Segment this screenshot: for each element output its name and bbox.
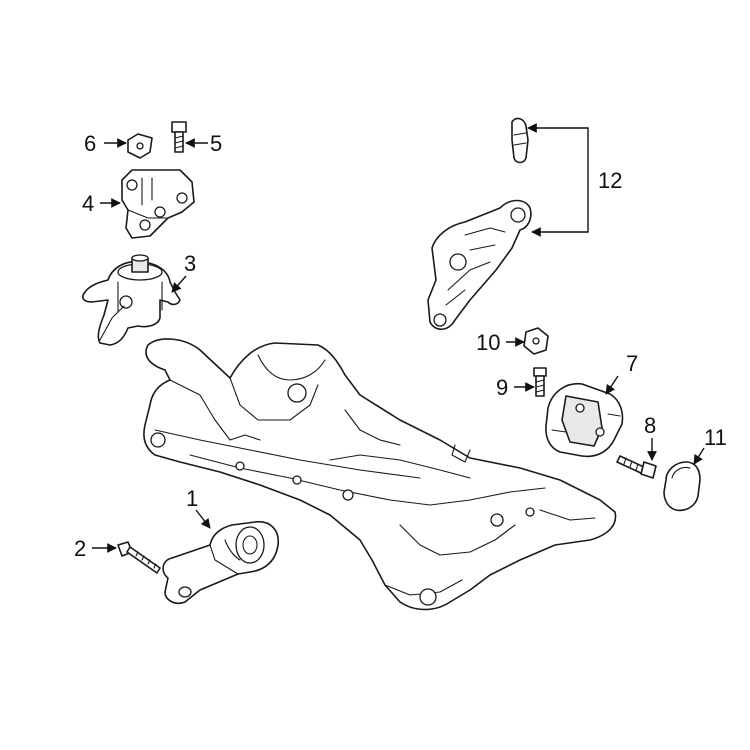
callout-12: 12: [598, 168, 622, 193]
leader-12-bottom: [531, 180, 589, 237]
clip-nut-10: [523, 327, 549, 355]
callout-7: 7: [626, 351, 638, 376]
callout-9: 9: [496, 375, 508, 400]
callout-5: 5: [210, 131, 222, 156]
callout-11: 11: [704, 425, 727, 450]
leader-3: [171, 275, 187, 293]
subframe: [143, 338, 617, 611]
callout-6: 6: [84, 131, 96, 156]
leader-11: [693, 447, 705, 465]
callout-1: 1: [186, 486, 198, 511]
mount-bracket: [121, 169, 195, 239]
callout-8: 8: [644, 413, 656, 438]
clip-nut-6: [127, 133, 153, 159]
callout-3: 3: [184, 251, 196, 276]
callouts: 1 2 3 4 5 6 7 8 9 10 11 12: [74, 131, 727, 561]
leader-lines: [92, 123, 705, 553]
transmission-bracket: [427, 117, 532, 331]
bolt-8: [616, 455, 657, 479]
bolt-5: [171, 121, 187, 153]
leader-7: [605, 375, 619, 395]
bolt-2: [117, 541, 161, 574]
leader-12-top: [527, 123, 589, 180]
transmission-mount: [545, 383, 624, 458]
leader-1: [195, 509, 211, 529]
cover-plug: [663, 461, 701, 512]
engine-mount-left: [82, 254, 181, 346]
callout-2: 2: [74, 536, 86, 561]
bolt-9: [533, 367, 547, 397]
callout-4: 4: [82, 191, 94, 216]
torque-rod-mount: [162, 520, 280, 605]
callout-10: 10: [476, 330, 500, 355]
